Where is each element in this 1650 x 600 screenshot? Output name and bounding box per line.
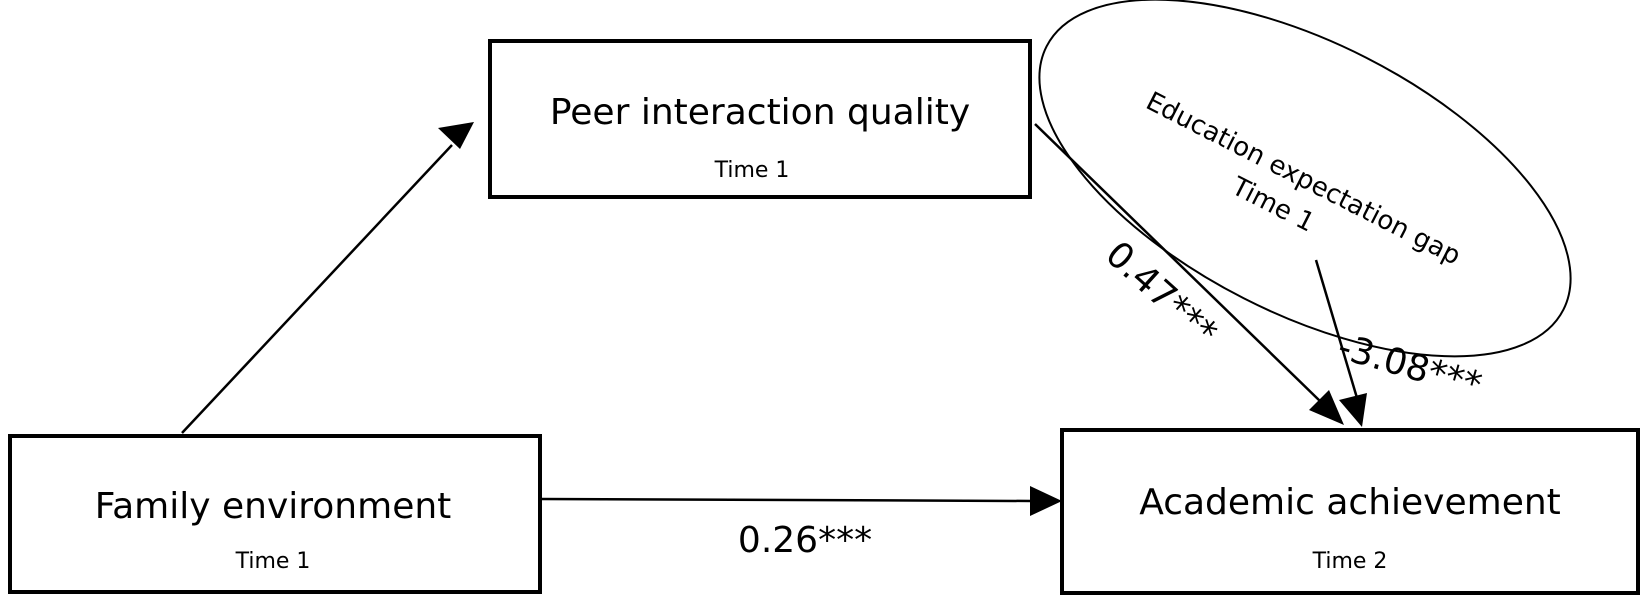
path-moderator-to-academic-arrowhead: [1339, 393, 1367, 427]
academic-time: Time 2: [1312, 549, 1388, 574]
family-title: Family environment: [95, 486, 452, 527]
path-family-to-peer-arrowhead: [438, 122, 474, 149]
path-family-to-academic: [539, 486, 1062, 516]
node-family-environment: Family environment Time 1: [8, 434, 542, 594]
path-peer-to-academic-line: [1034, 123, 1323, 404]
path-family-to-academic-label: 0.26***: [738, 520, 872, 561]
academic-box: [1060, 428, 1640, 595]
academic-title: Academic achievement: [1139, 482, 1561, 523]
node-peer-interaction-quality: Peer interaction quality Time 1: [488, 39, 1032, 199]
path-family-to-peer-line: [181, 144, 453, 434]
peer-title: Peer interaction quality: [550, 92, 970, 133]
peer-box: [488, 39, 1032, 199]
family-box: [8, 434, 542, 594]
node-education-expectation-gap: Education expectation gap Time 1: [1038, 0, 1572, 358]
node-academic-achievement: Academic achievement Time 2: [1060, 428, 1640, 595]
path-peer-to-academic: [1034, 123, 1344, 425]
path-moderator-to-academic-line: [1314, 259, 1359, 399]
path-peer-to-academic-arrowhead: [1309, 390, 1344, 425]
path-family-to-academic-arrowhead: [1030, 486, 1062, 516]
moderator-ellipse: [1038, 0, 1572, 358]
path-moderator-to-academic: [1314, 259, 1367, 427]
path-family-to-academic-line: [539, 497, 1033, 503]
family-time: Time 1: [235, 549, 311, 574]
peer-time: Time 1: [714, 158, 790, 183]
path-family-to-peer: [181, 122, 474, 434]
